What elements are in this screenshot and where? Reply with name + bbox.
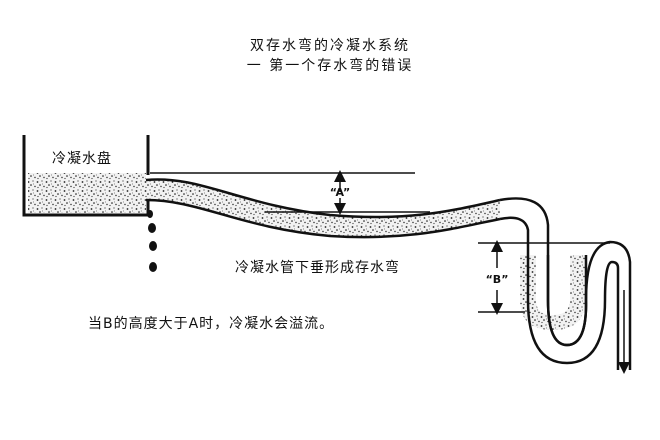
dimension-b (478, 240, 610, 315)
overflow-note: 当B的高度大于A时，冷凝水会溢流。 (88, 315, 334, 332)
drain-pan (22, 135, 150, 217)
dimension-a-label: “A” (330, 186, 351, 199)
diagram-title: 双存水弯的冷凝水系统 (250, 37, 410, 54)
diagram-subtitle: 一 第一个存水弯的错误 (247, 57, 413, 74)
dimension-b-label: “B” (486, 273, 509, 286)
drain-pan-label: 冷凝水盘 (52, 150, 112, 167)
sag-trap-label: 冷凝水管下垂形成存水弯 (235, 259, 400, 276)
condensate-drips (147, 210, 157, 272)
sagging-condensate-pipe (145, 178, 501, 239)
dimension-a (150, 170, 430, 215)
second-trap-pipe (499, 197, 632, 370)
